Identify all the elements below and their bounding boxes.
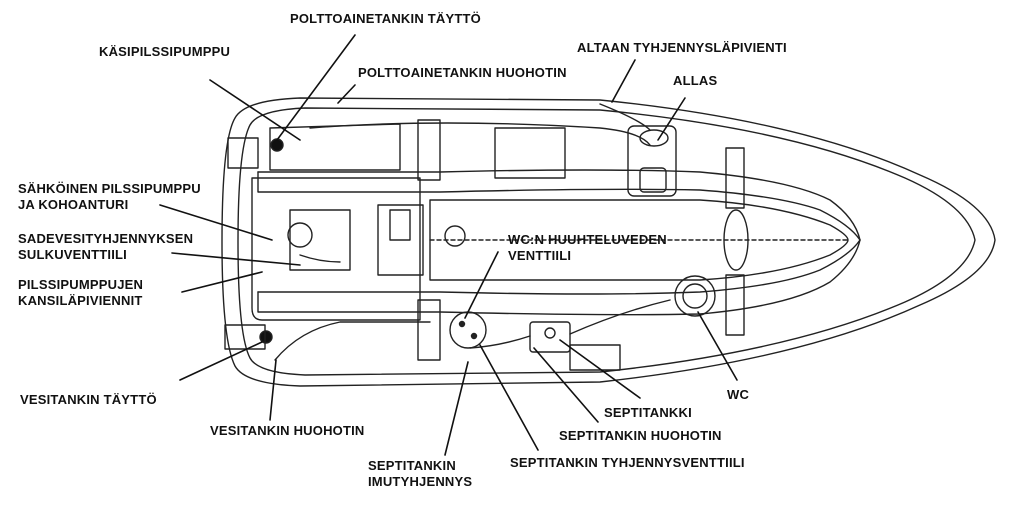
leader-pilssipumppujen: [181, 271, 263, 293]
leader-septitankin-imu: [444, 361, 469, 456]
leader-vesitankin-taytto: [179, 341, 263, 381]
pipe-septic: [469, 335, 531, 349]
label-altaan-tyhjennyslapivienti: ALTAAN TYHJENNYSLÄPIVIENTI: [577, 40, 787, 55]
leader-septitankin-huohotin: [533, 347, 599, 423]
pipe-sink-drain: [599, 103, 651, 131]
leader-polttoainetankin-huohotin: [337, 84, 356, 104]
label-allas: ALLAS: [673, 73, 718, 88]
leader-septitankki: [559, 339, 641, 399]
label-vesitankin-taytto: VESITANKIN TÄYTTÖ: [20, 392, 157, 407]
post-lower-right: [725, 274, 745, 336]
label-kasipilssipumppu: KÄSIPILSSIPUMPPU: [99, 44, 231, 59]
cockpit-outline: [251, 177, 421, 321]
label-septitankin-imutyhjennys: SEPTITANKIN IMUTYHJENNYS: [368, 458, 472, 490]
label-sadevesityhjennyksen: SADEVESITYHJENNYKSEN SULKUVENTTIILI: [18, 231, 193, 263]
wc-bowl: [674, 275, 716, 317]
label-septitankin-tyhjennysventtiili: SEPTITANKIN TYHJENNYSVENTTIILI: [510, 455, 745, 470]
label-pilssipumppujen-line2: KANSILÄPIVIENNIT: [18, 293, 143, 308]
upper-rail: [257, 171, 861, 241]
leader-altaan-tyhjennys: [611, 59, 636, 103]
label-sadevesi-line1: SADEVESITYHJENNYKSEN: [18, 231, 194, 246]
label-polttoainetankin-huohotin: POLTTOAINETANKIN HUOHOTIN: [358, 65, 567, 80]
label-septitankin-imu-line2: IMUTYHJENNYS: [368, 474, 473, 489]
label-wc-huuhtelu-line2: VENTTIILI: [508, 248, 572, 263]
post-upper-right: [725, 147, 745, 209]
hull-outline: [221, 97, 996, 387]
label-polttoainetankin-taytto: POLTTOAINETANKIN TÄYTTÖ: [290, 11, 481, 26]
label-pilssipumppujen-line1: PILSSIPUMPPUJEN: [18, 277, 144, 292]
leader-sadevesi: [171, 252, 301, 266]
post-upper-left: [417, 119, 441, 181]
leader-vesitankin-huohotin: [269, 359, 277, 421]
label-wc-huuhtelu-line1: WC:N HUUHTELUVEDEN: [508, 232, 667, 247]
lower-rail: [257, 239, 861, 316]
leader-allas: [657, 97, 686, 141]
water-fill-cap: [259, 330, 273, 344]
label-septitankin-huohotin: SEPTITANKIN HUOHOTIN: [559, 428, 722, 443]
label-wc: WC: [727, 387, 750, 402]
label-wc-huuhteluveden-venttiili: WC:N HUUHTELUVEDEN VENTTIILI: [508, 232, 667, 264]
label-septitankki: SEPTITANKKI: [604, 405, 692, 420]
pipe-fuel-vent: [309, 122, 651, 146]
label-sahkoinen-line1: SÄHKÖINEN PILSSIPUMPPU: [18, 181, 201, 196]
septic-tank: [529, 321, 571, 353]
label-sadevesi-line2: SULKUVENTTIILI: [18, 247, 127, 262]
cabin-roof: [429, 199, 849, 281]
label-sahkoinen-line2: JA KOHOANTURI: [18, 197, 129, 212]
label-pilssipumppujen-kansilapiviennit: PILSSIPUMPPUJEN KANSILÄPIVIENNIT: [18, 277, 143, 309]
leader-septitankin-tyhjennys: [479, 344, 539, 451]
wc-flush-valve: [449, 311, 487, 349]
leader-wc: [697, 311, 738, 381]
leader-sahkoinen: [159, 204, 273, 241]
leader-kasipilssipumppu: [209, 79, 301, 141]
sink: [627, 125, 677, 197]
deck-line: [237, 107, 976, 376]
label-septitankin-imu-line1: SEPTITANKIN: [368, 458, 456, 473]
pipe-water-vent: [274, 321, 431, 361]
post-lower-left: [417, 299, 441, 361]
engine-block: [377, 204, 424, 276]
fuel-tank: [269, 123, 401, 171]
label-sahkoinen-pilssipumppu: SÄHKÖINEN PILSSIPUMPPU JA KOHOANTURI: [18, 181, 201, 213]
leader-polttoainetankin-taytto: [276, 34, 356, 141]
leader-wc-huuhtelu: [464, 251, 499, 319]
label-vesitankin-huohotin: VESITANKIN HUOHOTIN: [210, 423, 365, 438]
